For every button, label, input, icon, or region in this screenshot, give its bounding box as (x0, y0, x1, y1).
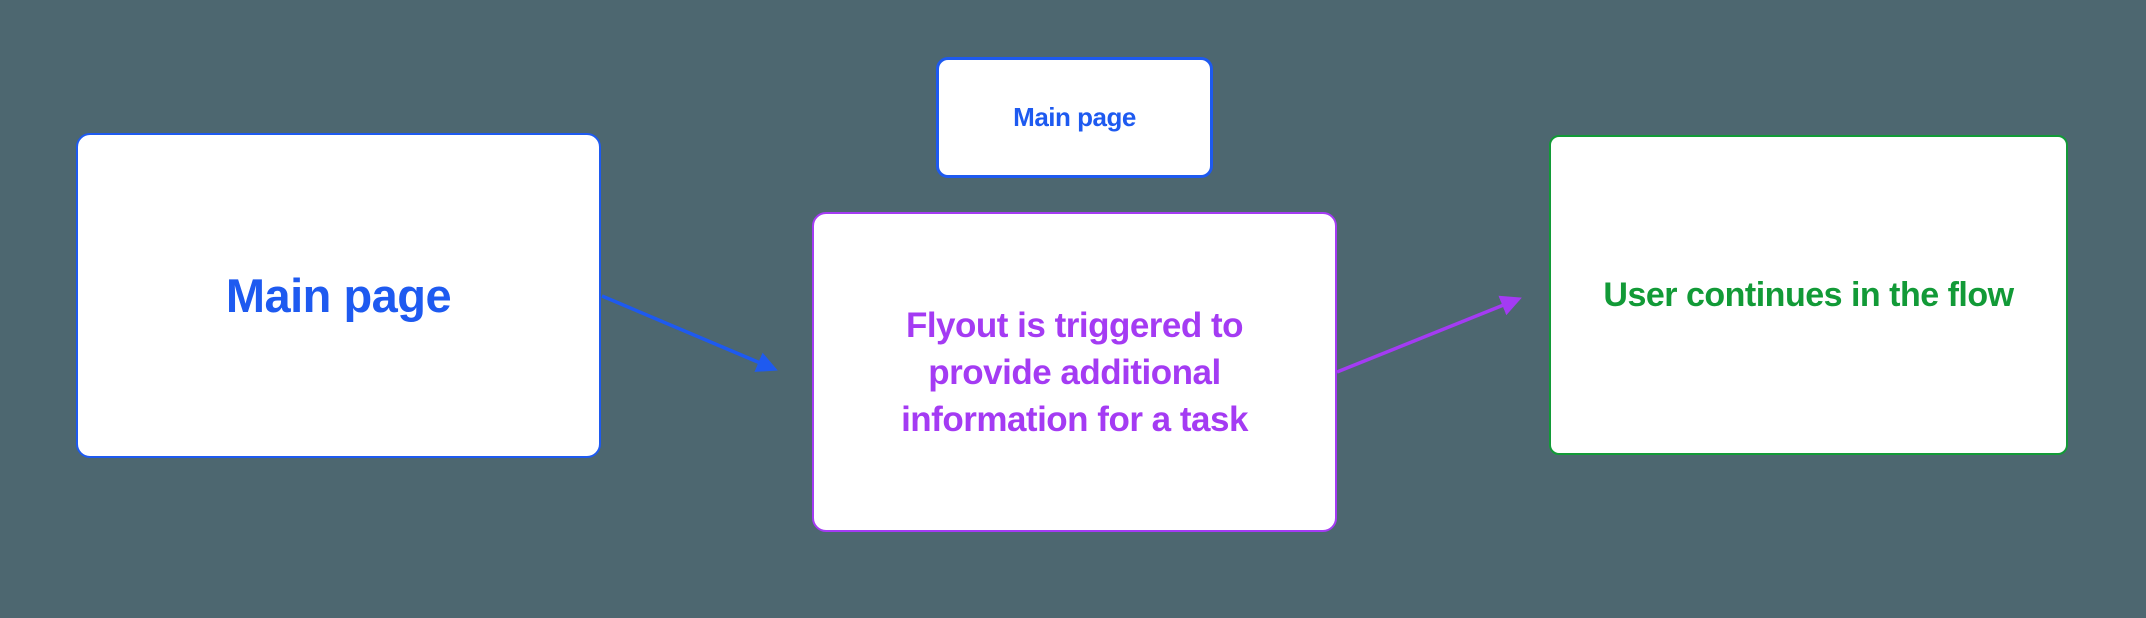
node-flyout[interactable]: Flyout is triggered to provide additiona… (812, 212, 1337, 532)
arrow-flyout-to-continue[interactable] (1336, 295, 1522, 374)
node-main-page-label: Main page (225, 269, 452, 322)
arrow-main-to-flyout[interactable] (601, 294, 778, 372)
node-flyout-label: Flyout is triggered to provide additiona… (901, 302, 1248, 443)
flyout-label-line-2: provide additional (928, 352, 1221, 392)
node-main-page-mini[interactable]: Main page (936, 57, 1213, 178)
flyout-label-line-3: information for a task (901, 399, 1248, 439)
node-user-continues-label: User continues in the flow (1603, 275, 2014, 314)
node-main-page-mini-label: Main page (1013, 102, 1136, 132)
node-user-continues[interactable]: User continues in the flow (1549, 135, 2068, 455)
flyout-label-line-1: Flyout is triggered to (905, 305, 1244, 345)
node-main-page[interactable]: Main page (76, 133, 601, 458)
